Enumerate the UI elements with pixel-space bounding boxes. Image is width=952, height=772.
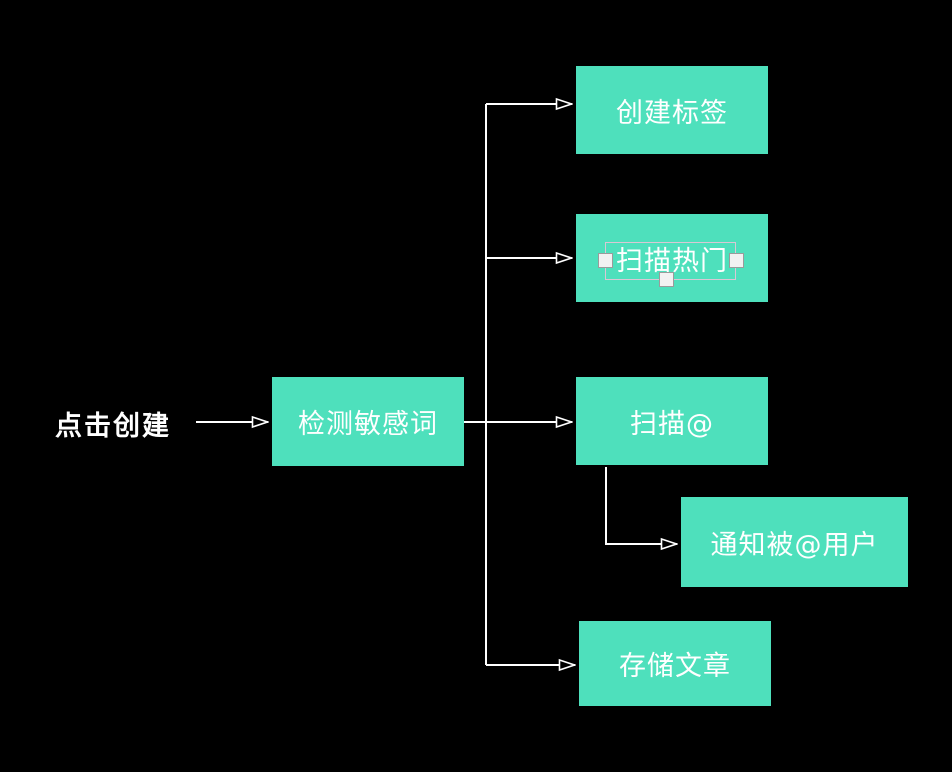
node-detect-sensitive-words[interactable]: 检测敏感词 [272, 377, 464, 466]
node-label: 创建标签 [616, 97, 728, 129]
node-label: 检测敏感词 [298, 409, 438, 440]
start-label: 点击创建 [55, 411, 171, 442]
resize-handle-left-middle[interactable] [598, 253, 613, 268]
node-label: 存储文章 [619, 651, 731, 682]
node-label: 扫描热门 [616, 245, 728, 277]
resize-handle-right-middle[interactable] [729, 253, 744, 268]
node-scan-at[interactable]: 扫描@ [576, 377, 768, 465]
node-label: 扫描@ [630, 408, 714, 440]
node-notify-mentioned-user[interactable]: 通知被@用户 [681, 497, 908, 587]
node-create-tag[interactable]: 创建标签 [576, 66, 768, 154]
node-label: 通知被@用户 [710, 529, 879, 561]
edge-at-to-notify [605, 467, 677, 544]
node-scan-hot[interactable]: 扫描热门 [576, 214, 768, 302]
node-store-article[interactable]: 存储文章 [579, 621, 771, 706]
resize-handle-bottom-center[interactable] [659, 272, 674, 287]
